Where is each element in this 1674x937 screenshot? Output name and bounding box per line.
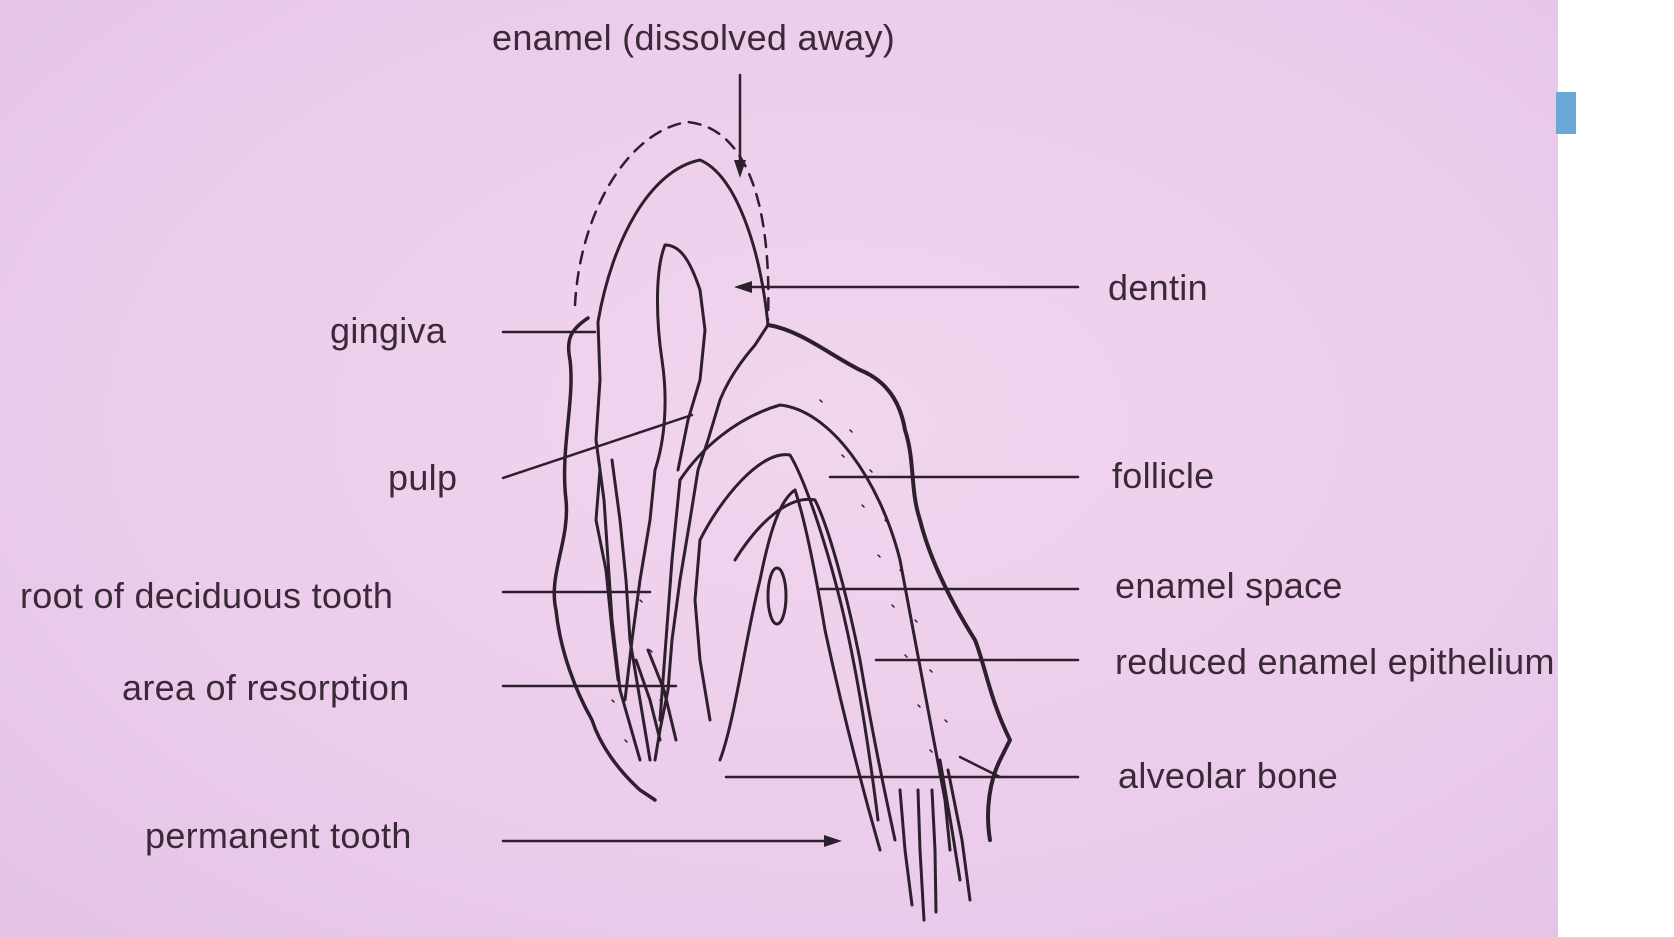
gingiva-inner — [596, 470, 618, 680]
arrowhead-dentin — [734, 281, 752, 293]
label-area-of-resorption: area of resorption — [122, 670, 410, 706]
enamel-space-left — [695, 540, 710, 720]
arrowhead-permanent — [824, 835, 842, 847]
pulp-chamber — [625, 245, 705, 700]
arrowhead-enamel — [734, 160, 746, 178]
label-permanent-tooth: permanent tooth — [145, 818, 412, 854]
reduced-enamel-epithelium-line — [735, 499, 895, 840]
label-root-of-deciduous-tooth: root of deciduous tooth — [20, 578, 393, 614]
label-follicle: follicle — [1112, 458, 1214, 494]
label-enamel-dissolved: enamel (dissolved away) — [492, 20, 895, 56]
small-pulp-horn — [768, 568, 786, 624]
label-pulp: pulp — [388, 460, 457, 496]
enamel-space-cusp — [700, 455, 878, 820]
label-alveolar-bone: alveolar bone — [1118, 758, 1338, 794]
leader-alveolar-bone-branch — [960, 757, 1000, 777]
bottom-root-strands — [900, 760, 970, 920]
label-gingiva: gingiva — [330, 313, 446, 349]
label-reduced-enamel-epithelium: reduced enamel epithelium — [1115, 644, 1555, 680]
deciduous-root-lines — [612, 460, 650, 760]
label-dentin: dentin — [1108, 270, 1208, 306]
follicle-outline — [680, 405, 950, 850]
label-enamel-space: enamel space — [1115, 568, 1343, 604]
